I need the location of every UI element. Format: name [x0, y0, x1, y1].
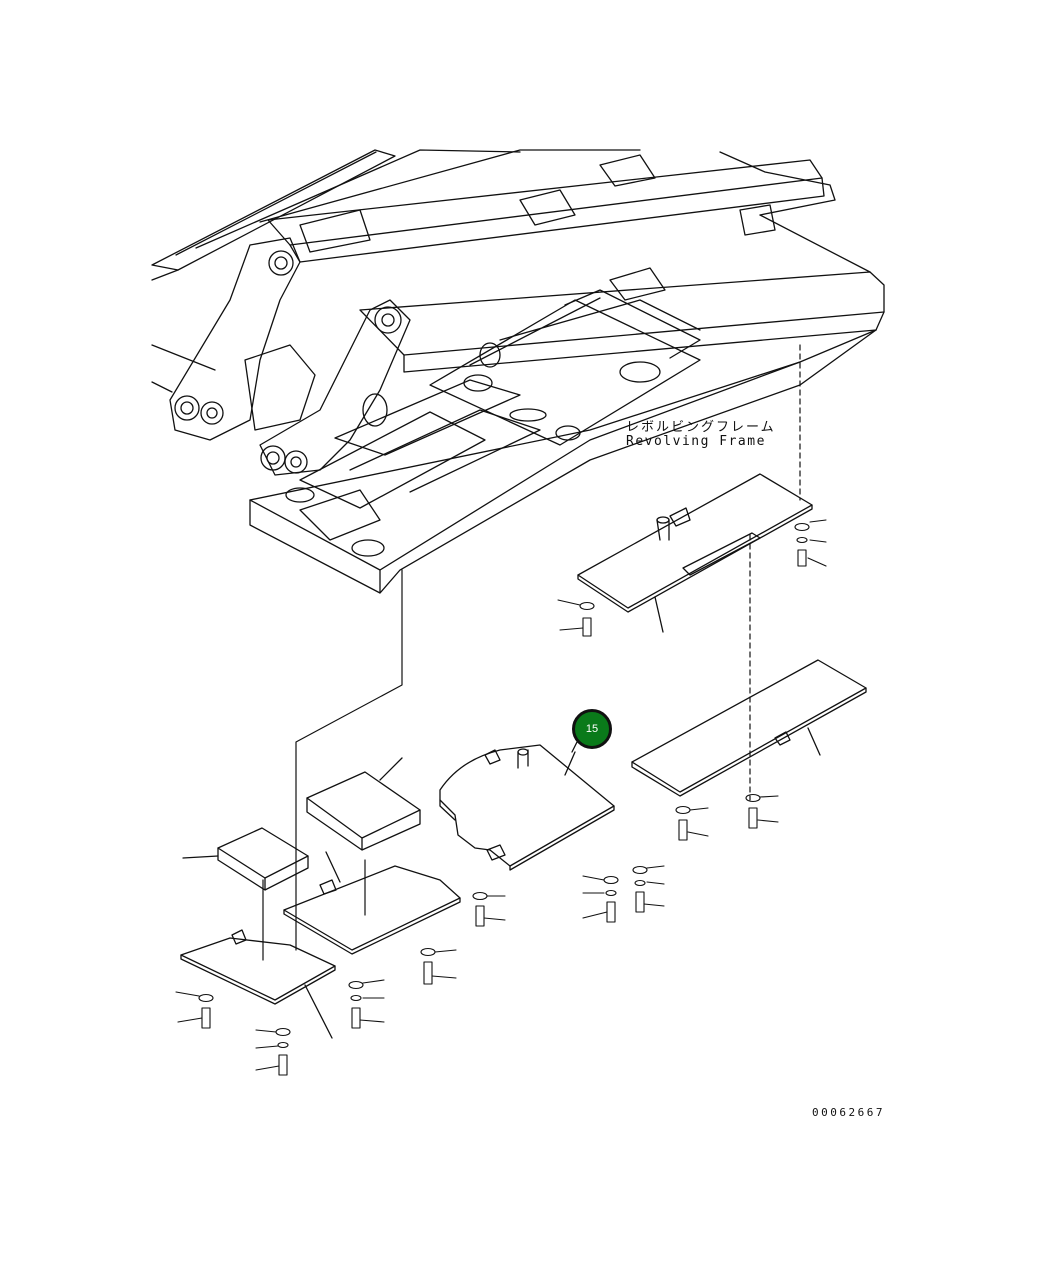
center-cover	[439, 739, 615, 871]
frame-label-english: Revolving Frame	[626, 434, 766, 449]
lower-right-cover	[631, 659, 867, 797]
upper-right-cover	[577, 473, 813, 633]
drawing-number: 00062667	[812, 1106, 885, 1119]
alignment-lines	[262, 344, 801, 961]
frame-label-japanese: レボルビングフレーム	[626, 420, 776, 435]
part-callout-15[interactable]: 15	[572, 709, 612, 749]
left-covers	[180, 757, 461, 1039]
revolving-frame	[151, 149, 885, 594]
hardware	[175, 519, 827, 1076]
